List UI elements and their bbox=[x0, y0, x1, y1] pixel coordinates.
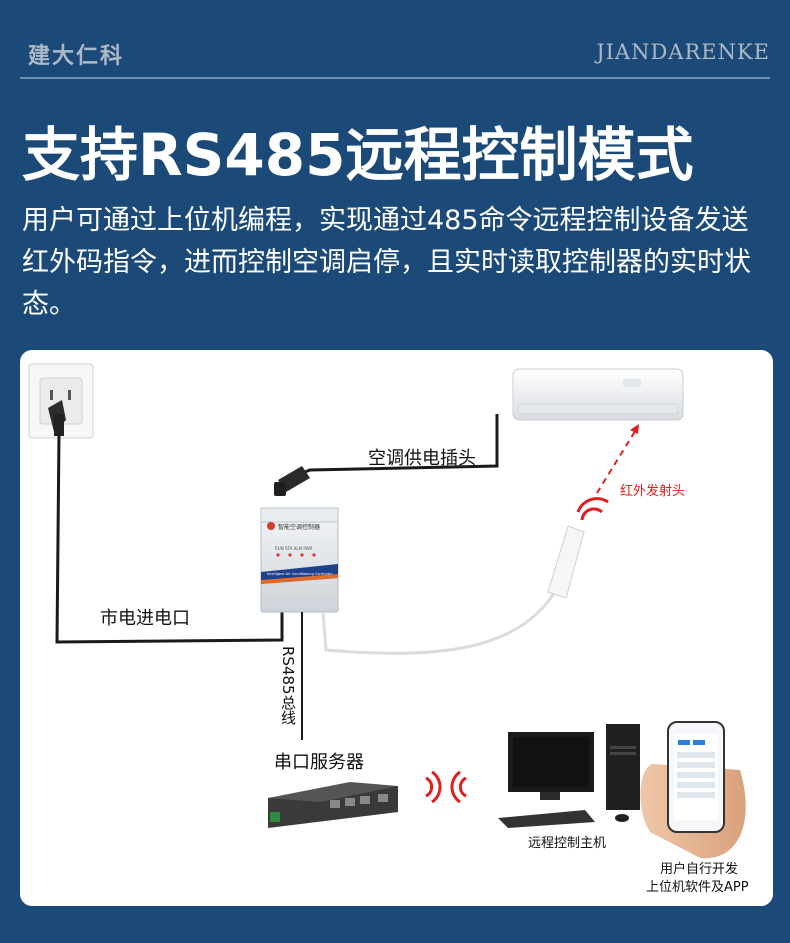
mains-cable bbox=[55, 433, 284, 644]
header-divider bbox=[20, 77, 770, 79]
controller-subtitle: Intelligent Air Conditioning Controller bbox=[267, 572, 333, 576]
wall-socket-icon bbox=[28, 363, 94, 439]
user-dev-label-line2: 上位机软件及APP bbox=[646, 880, 749, 895]
wireless-signal-icon bbox=[425, 770, 467, 804]
rs485-bus-label: RS485总线 bbox=[279, 646, 297, 725]
serial-server-icon bbox=[268, 782, 398, 828]
user-dev-label-line1: 用户自行开发 bbox=[660, 862, 739, 877]
controller-title: 智能空调控制器 bbox=[278, 523, 320, 531]
brand-name-cn: 建大仁科 bbox=[28, 44, 125, 69]
serial-server-label: 串口服务器 bbox=[274, 752, 364, 773]
ir-signal-icon bbox=[576, 497, 609, 521]
smart-ac-controller-icon: 智能空调控制器 RUN STA ALM PWR Intelligent Air … bbox=[260, 507, 339, 613]
desktop-computer-icon bbox=[498, 724, 640, 828]
remote-host-label: 远程控制主机 bbox=[528, 836, 607, 851]
wiring-diagram-panel: 智能空调控制器 RUN STA ALM PWR Intelligent Air … bbox=[20, 350, 773, 906]
top-brand-bar: 建大仁科 JIANDARENKE bbox=[20, 28, 770, 78]
ir-signal-arrow bbox=[596, 427, 638, 494]
power-plug-icon bbox=[274, 466, 310, 496]
wiring-diagram: 智能空调控制器 RUN STA ALM PWR Intelligent Air … bbox=[28, 363, 746, 859]
ir-emitter-probe-icon bbox=[547, 525, 585, 599]
phone-app-icon bbox=[640, 721, 746, 859]
ir-emitter-cable bbox=[321, 589, 558, 655]
page-title: 支持RS485远程控制模式 bbox=[22, 121, 694, 189]
ir-emitter-label: 红外发射头 bbox=[620, 484, 686, 499]
air-conditioner-icon bbox=[512, 368, 684, 421]
mains-inlet-label: 市电进电口 bbox=[100, 608, 190, 629]
controller-leds: RUN STA ALM PWR bbox=[275, 546, 313, 551]
ac-plug-label: 空调供电插头 bbox=[368, 448, 476, 469]
feature-description: 用户可通过上位机编程，实现通过485命令远程控制设备发送红外码指令，进而控制空调… bbox=[22, 205, 751, 320]
brand-name-en: JIANDARENKE bbox=[596, 40, 770, 64]
